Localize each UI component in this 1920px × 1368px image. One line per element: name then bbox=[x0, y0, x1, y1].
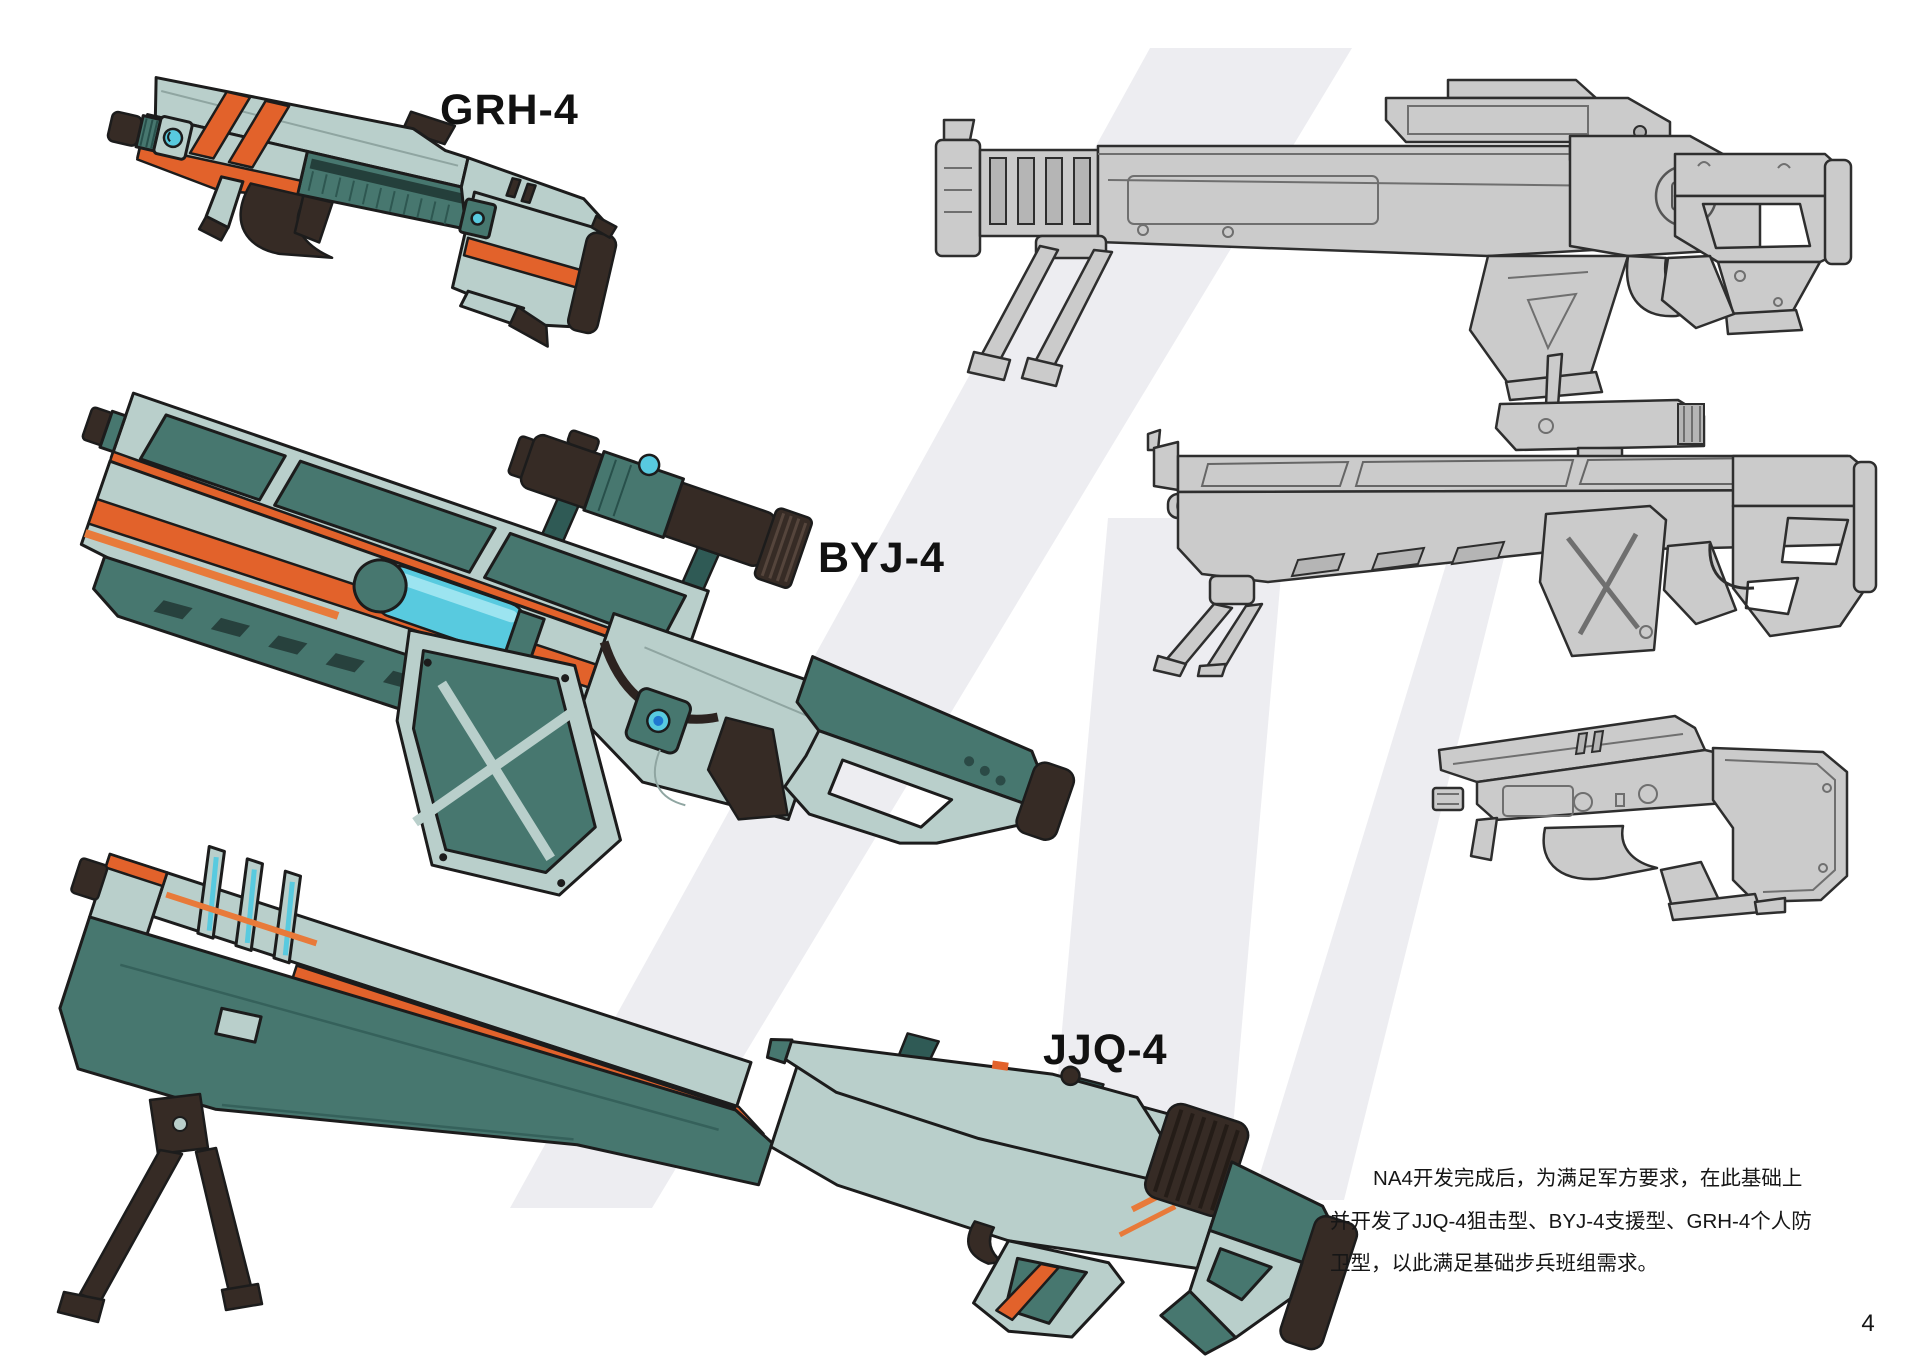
page-number: 4 bbox=[1861, 1310, 1875, 1337]
jjq4-muzzle bbox=[70, 857, 109, 901]
jjq4-bipod bbox=[56, 1092, 264, 1324]
grh4-lineart-illustration bbox=[1431, 714, 1849, 922]
grh4-orange-stripe bbox=[188, 90, 252, 160]
jjq4-lineart-illustration bbox=[934, 78, 1853, 402]
jjq4-lineart-bipod bbox=[966, 234, 1114, 388]
jjq4-label: JJQ-4 bbox=[1043, 1026, 1168, 1074]
byj4-label: BYJ-4 bbox=[818, 534, 945, 582]
grh4-color-illustration bbox=[106, 76, 618, 348]
jjq4-body bbox=[58, 915, 774, 1187]
byj4-lineart-illustration bbox=[1146, 352, 1878, 678]
byj4-lineart-scope bbox=[1494, 398, 1706, 452]
grh4-lineart-stock bbox=[1711, 746, 1849, 904]
jjq4-color-illustration bbox=[56, 844, 1359, 1356]
grh4-charging-handle bbox=[401, 110, 457, 146]
byj4-grip bbox=[706, 716, 789, 821]
description-line-1: NA4开发完成后，为满足军方要求，在此基础上 bbox=[1373, 1167, 1803, 1190]
byj4-lineart-bipod bbox=[1152, 574, 1264, 678]
description-line-2: 并开发了JJQ-4狙击型、BYJ-4支援型、GRH-4个人防 bbox=[1330, 1209, 1812, 1233]
byj4-color-illustration bbox=[79, 391, 1076, 897]
jjq4-lineart-stock bbox=[1673, 152, 1847, 198]
description-paragraph: NA4开发完成后，为满足军方要求，在此基础上 并开发了JJQ-4狙击型、BYJ-… bbox=[1330, 1158, 1812, 1286]
grh4-label: GRH-4 bbox=[440, 86, 579, 134]
description-line-3: 卫型，以此满足基础步兵班组需求。 bbox=[1330, 1252, 1658, 1275]
